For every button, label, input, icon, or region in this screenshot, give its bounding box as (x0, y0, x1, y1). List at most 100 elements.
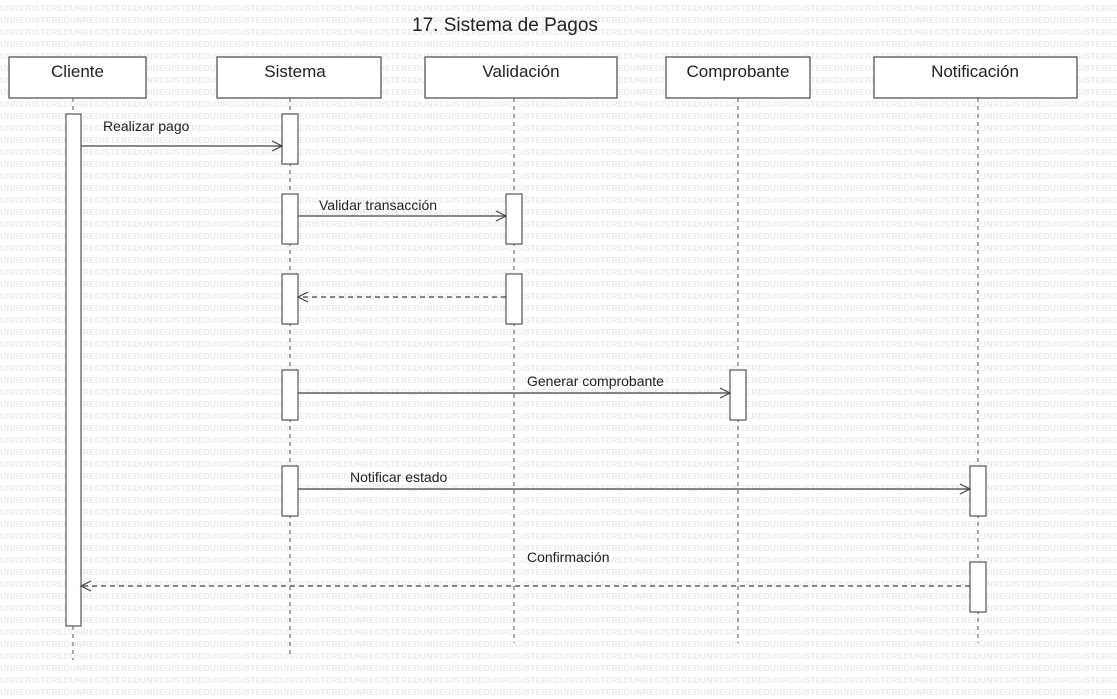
watermark-text: UNREGISTERED (0, 615, 70, 625)
watermark-text: UNREGISTERED (1050, 87, 1117, 97)
watermark-text: UNREGISTERED (420, 123, 490, 133)
watermark-text: UNREGISTERED (1050, 591, 1117, 601)
watermark-text: UNREGISTERED (910, 147, 980, 157)
watermark-text: UNREGISTERED (770, 123, 840, 133)
watermark-text: UNREGISTERED (280, 243, 350, 253)
watermark-text: UNREGISTERED (910, 291, 980, 301)
watermark-text: UNREGISTERED (350, 99, 420, 109)
watermark-text: UNREGISTERED (490, 219, 560, 229)
watermark-text: UNREGISTERED (0, 147, 70, 157)
message-confirmacion[interactable]: Confirmación (79, 549, 970, 592)
watermark-text: UNREGISTERED (1050, 483, 1117, 493)
watermark-text: UNREGISTERED (910, 423, 980, 433)
actor-notificacion[interactable]: Notificación (873, 56, 1078, 99)
watermark-text: UNREGISTERED (560, 687, 630, 697)
watermark-text: UNREGISTERED (1050, 123, 1117, 133)
watermark-text: UNREGISTERED (420, 219, 490, 229)
watermark-text: UNREGISTERED (0, 135, 70, 145)
watermark-text: UNREGISTERED (420, 267, 490, 277)
watermark-text: UNREGISTERED (980, 615, 1050, 625)
watermark-text: UNREGISTERED (350, 411, 420, 421)
watermark-text: UNREGISTERED (420, 327, 490, 337)
message-validar-transaccion[interactable]: Validar transacción (298, 197, 508, 222)
watermark-text: UNREGISTERED (280, 471, 350, 481)
watermark-text: UNREGISTERED (0, 111, 70, 121)
watermark-text: UNREGISTERED (840, 111, 910, 121)
watermark-text: UNREGISTERED (280, 423, 350, 433)
watermark-text: UNREGISTERED (840, 303, 910, 313)
watermark-text: UNREGISTERED (280, 579, 350, 589)
watermark-text: UNREGISTERED (0, 171, 70, 181)
message-notificar-estado-label: Notificar estado (350, 469, 447, 485)
watermark-text: UNREGISTERED (490, 495, 560, 505)
watermark-text: UNREGISTERED (770, 675, 840, 685)
watermark-text: UNREGISTERED (630, 531, 700, 541)
watermark-text: UNREGISTERED (1050, 291, 1117, 301)
watermark-text: UNREGISTERED (140, 435, 210, 445)
watermark-text: UNREGISTERED (840, 387, 910, 397)
watermark-text: UNREGISTERED (630, 39, 700, 49)
watermark-text: UNREGISTERED (140, 471, 210, 481)
watermark-text: UNREGISTERED (980, 243, 1050, 253)
watermark-text: UNREGISTERED (70, 327, 140, 337)
watermark-text: UNREGISTERED (140, 111, 210, 121)
watermark-text: UNREGISTERED (0, 99, 70, 109)
actor-sistema[interactable]: Sistema (216, 56, 382, 99)
watermark-text: UNREGISTERED (70, 99, 140, 109)
watermark-text: UNREGISTERED (140, 627, 210, 637)
watermark-text: UNREGISTERED (140, 255, 210, 265)
watermark-text: UNREGISTERED (280, 519, 350, 529)
watermark-text: UNREGISTERED (490, 423, 560, 433)
message-generar-comprobante[interactable]: Generar comprobante (298, 373, 732, 399)
watermark-text: UNREGISTERED (560, 495, 630, 505)
watermark-text: UNREGISTERED (490, 471, 560, 481)
watermark-text: UNREGISTERED (210, 471, 280, 481)
watermark-text: UNREGISTERED (0, 195, 70, 205)
watermark-text: UNREGISTERED (280, 447, 350, 457)
watermark-text: UNREGISTERED (1050, 507, 1117, 517)
watermark-text: UNREGISTERED (630, 75, 700, 85)
message-validacion-return[interactable] (296, 291, 506, 303)
watermark-text: UNREGISTERED (0, 351, 70, 361)
watermark-text: UNREGISTERED (70, 687, 140, 697)
message-realizar-pago[interactable]: Realizar pago (81, 118, 284, 152)
watermark-text: UNREGISTERED (420, 447, 490, 457)
watermark-text: UNREGISTERED (0, 363, 70, 373)
watermark-text: UNREGISTERED (420, 543, 490, 553)
watermark-text: UNREGISTERED (630, 351, 700, 361)
watermark-text: UNREGISTERED (350, 675, 420, 685)
watermark-text: UNREGISTERED (210, 483, 280, 493)
watermark-text: UNREGISTERED (210, 231, 280, 241)
watermark-text: UNREGISTERED (350, 603, 420, 613)
watermark-text: UNREGISTERED (560, 579, 630, 589)
watermark-text: UNREGISTERED (490, 15, 560, 25)
actor-cliente[interactable]: Cliente (8, 56, 147, 99)
watermark-text: UNREGISTERED (910, 543, 980, 553)
watermark-text: UNREGISTERED (210, 375, 280, 385)
watermark-text: UNREGISTERED (420, 663, 490, 673)
watermark-text: UNREGISTERED (560, 219, 630, 229)
watermark-text: UNREGISTERED (210, 519, 280, 529)
actor-comprobante[interactable]: Comprobante (665, 56, 811, 99)
watermark-text: UNREGISTERED (630, 591, 700, 601)
watermark-text: UNREGISTERED (560, 159, 630, 169)
watermark-text: UNREGISTERED (630, 363, 700, 373)
activation-notificacion-1 (969, 465, 987, 517)
watermark-text: UNREGISTERED (630, 303, 700, 313)
watermark-text: UNREGISTERED (1050, 603, 1117, 613)
watermark-text: UNREGISTERED (280, 147, 350, 157)
watermark-text: UNREGISTERED (280, 207, 350, 217)
watermark-text: UNREGISTERED (140, 291, 210, 301)
watermark-text: UNREGISTERED (700, 231, 770, 241)
actor-validacion[interactable]: Validación (424, 56, 618, 99)
watermark-text: UNREGISTERED (700, 363, 770, 373)
watermark-text: UNREGISTERED (560, 123, 630, 133)
watermark-text: UNREGISTERED (560, 663, 630, 673)
watermark-text: UNREGISTERED (700, 135, 770, 145)
watermark-text: UNREGISTERED (350, 327, 420, 337)
message-notificar-estado[interactable]: Notificar estado (298, 469, 972, 495)
watermark-text: UNREGISTERED (140, 267, 210, 277)
watermark-text: UNREGISTERED (280, 627, 350, 637)
watermark-text: UNREGISTERED (770, 519, 840, 529)
